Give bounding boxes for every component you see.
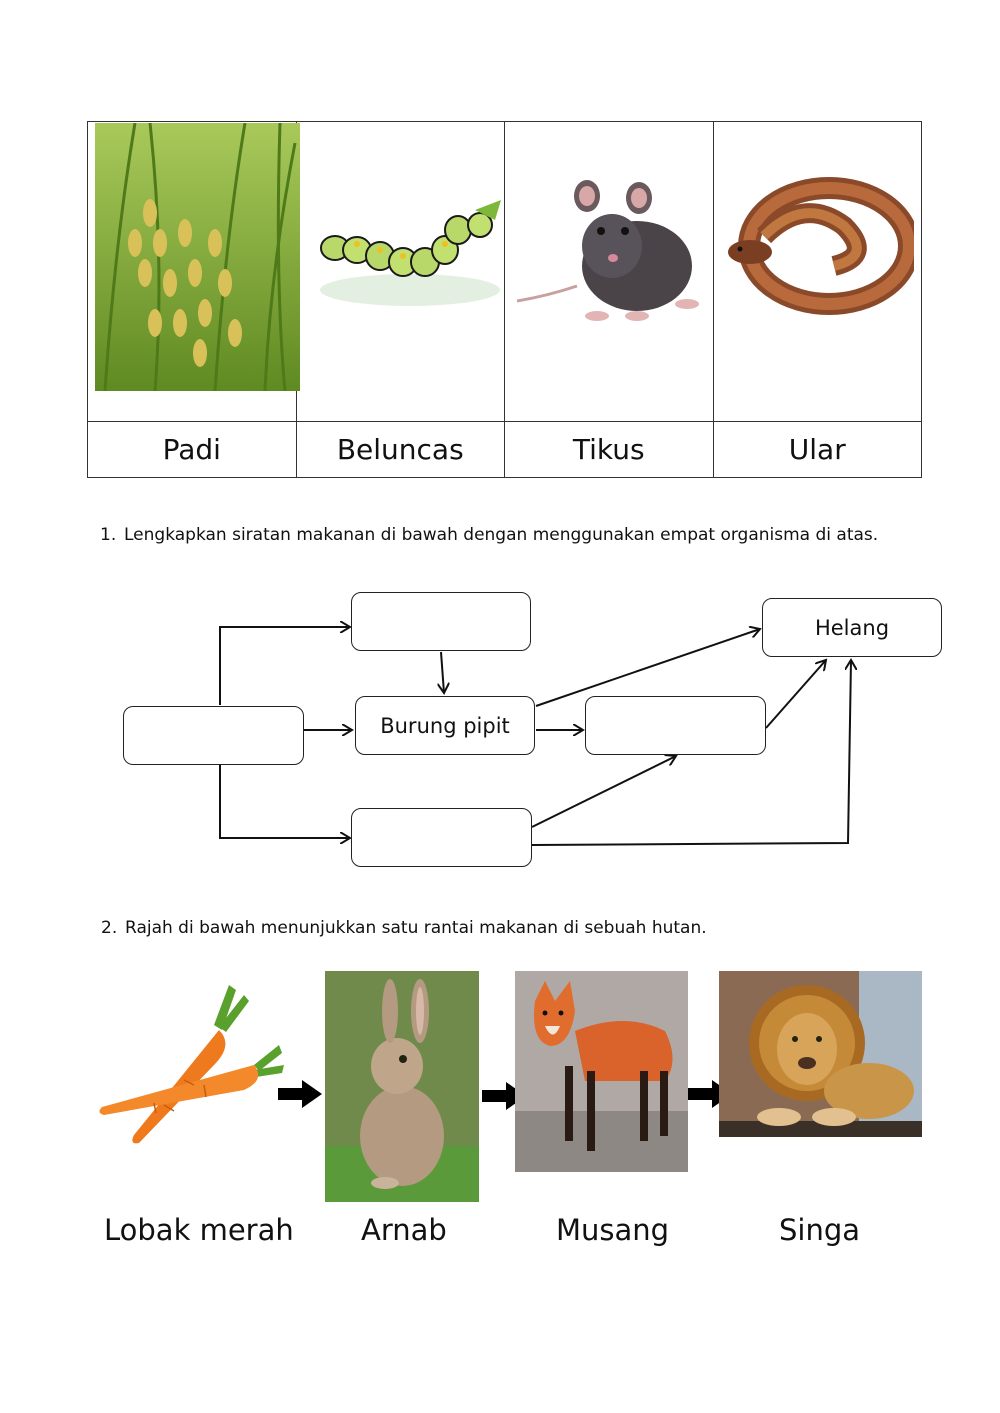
organism-label: Beluncas: [295, 421, 505, 478]
food-web-top-predator-box: Helang: [762, 598, 942, 657]
food-web-bottom-box[interactable]: [351, 808, 532, 867]
arrow-bottom-to-right: [531, 756, 676, 828]
question-number: 1.: [100, 525, 117, 545]
arrow-right-to-helang: [765, 660, 826, 729]
rabbit-image: [325, 971, 479, 1202]
food-web-middle-box: Burung pipit: [355, 696, 535, 755]
food-web-producer-box[interactable]: [123, 706, 304, 765]
arrow-bottom-to-helang: [531, 660, 851, 846]
question-1: 1. Lengkapkan siratan makanan di bawah de…: [100, 525, 878, 545]
arrow-producer-to-top: [219, 627, 350, 705]
food-chain-label: Arnab: [361, 1213, 447, 1247]
organism-image-cell: [295, 121, 505, 422]
fox-image: [515, 971, 688, 1172]
carrot-image: [99, 985, 284, 1144]
organism-label: Ular: [712, 421, 922, 478]
organism-label: Padi: [87, 421, 297, 478]
organism-label: Tikus: [504, 421, 714, 478]
rice-plant-image: [95, 123, 300, 391]
arrow-producer-to-bottom: [219, 765, 350, 838]
organism-image-cell: [87, 121, 300, 422]
question-text: Rajah di bawah menunjukkan satu rantai m…: [125, 918, 707, 938]
lion-image: [719, 971, 922, 1137]
arrow-right-icon: [278, 1080, 322, 1108]
food-web-top-box[interactable]: [351, 592, 531, 651]
arrow-middle-to-helang: [535, 629, 760, 707]
arrow-top-to-middle: [441, 651, 444, 693]
food-web-right-box[interactable]: [585, 696, 766, 755]
question-text: Lengkapkan siratan makanan di bawah deng…: [124, 525, 879, 545]
snake-image: [727, 177, 914, 315]
organism-image-cell: [712, 121, 922, 422]
rat-image: [517, 180, 699, 321]
caterpillar-image: [319, 200, 501, 306]
organism-image-cell: [504, 121, 714, 422]
question-number: 2.: [101, 918, 118, 938]
food-chain-label: Singa: [779, 1213, 861, 1247]
food-chain-label: Lobak merah: [104, 1213, 294, 1247]
question-2: 2. Rajah di bawah menunjukkan satu rantai…: [101, 918, 707, 938]
organism-table: Padi Beluncas Tikus Ular: [87, 121, 922, 478]
food-chain-label: Musang: [556, 1213, 670, 1247]
